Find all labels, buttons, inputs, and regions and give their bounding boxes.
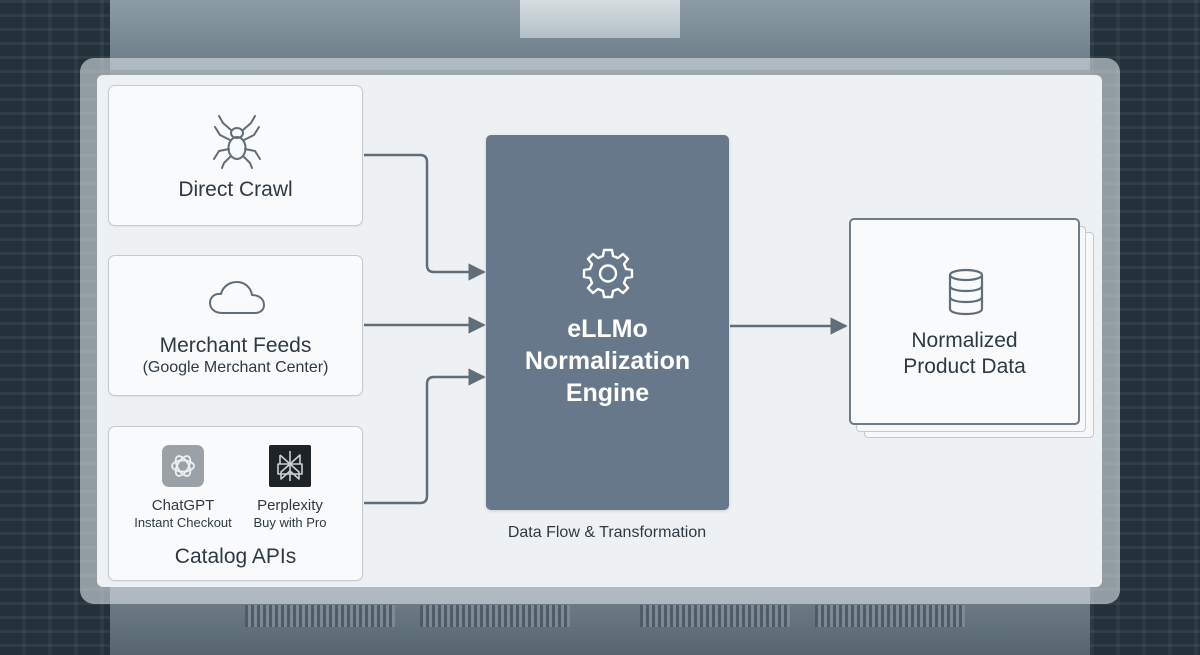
- connector-crawl-to-engine: [364, 153, 486, 281]
- perplexity-label: Perplexity: [257, 497, 323, 514]
- floor-vent: [815, 605, 965, 627]
- source-direct-crawl: Direct Crawl: [108, 85, 363, 226]
- gear-icon: [582, 247, 634, 299]
- source-merchant-feeds: Merchant Feeds (Google Merchant Center): [108, 255, 363, 396]
- spider-icon: [212, 113, 262, 169]
- chatgpt-label: ChatGPT: [151, 497, 215, 514]
- direct-crawl-label: Direct Crawl: [178, 178, 293, 201]
- cloud-icon: [208, 279, 266, 317]
- engine-title-line: Normalization: [524, 347, 691, 375]
- chatgpt-note: Instant Checkout: [134, 515, 232, 530]
- source-catalog-apis: ChatGPT Instant Checkout Perplexity Buy …: [108, 426, 363, 581]
- database-icon: [946, 268, 986, 316]
- catalog-apis-label: Catalog APIs: [174, 545, 297, 568]
- engine-title: eLLMo Normalization Engine: [486, 313, 729, 409]
- connector-apis-to-engine: [364, 368, 486, 505]
- perplexity-note: Buy with Pro: [253, 515, 327, 530]
- chatgpt-logo-icon: [162, 445, 204, 487]
- perplexity-logo-icon: [269, 445, 311, 487]
- merchant-feeds-subtitle: (Google Merchant Center): [142, 359, 329, 376]
- engine-title-line: Engine: [565, 379, 650, 407]
- output-title-line: Product Data: [903, 355, 1026, 378]
- engine-title-line: eLLMo: [567, 315, 648, 343]
- output-title-line: Normalized: [911, 329, 1018, 352]
- merchant-feeds-label: Merchant Feeds: [159, 334, 312, 357]
- ceiling-light: [520, 0, 680, 38]
- normalized-product-data: Normalized Product Data: [849, 218, 1080, 425]
- output-title: Normalized Product Data: [851, 328, 1078, 380]
- floor-vent: [245, 605, 395, 627]
- floor-vent: [640, 605, 790, 627]
- normalization-engine: eLLMo Normalization Engine: [486, 135, 729, 510]
- data-flow-caption: Data Flow & Transformation: [507, 524, 707, 541]
- floor-vent: [420, 605, 570, 627]
